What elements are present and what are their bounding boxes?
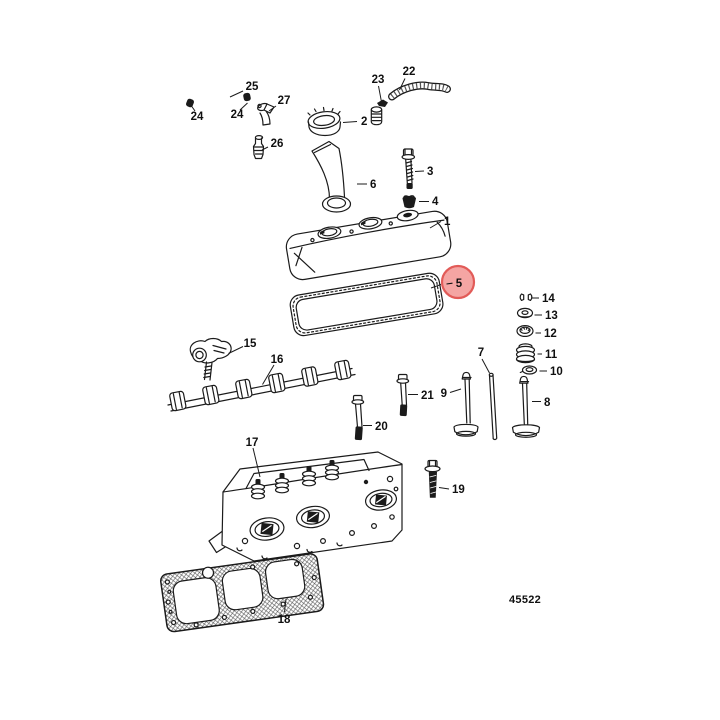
part-hose-25 — [189, 86, 248, 104]
callout-25[interactable]: 25 — [246, 81, 259, 93]
part-valve-8 — [511, 375, 541, 438]
part-clamp-24-right — [243, 92, 251, 102]
part-valve-seal-10 — [519, 365, 538, 375]
callout-12[interactable]: 12 — [544, 328, 557, 340]
part-rotator-12 — [516, 325, 534, 338]
head-port-3 — [364, 489, 398, 511]
leader-lines — [191, 78, 547, 613]
callout-17[interactable]: 17 — [246, 437, 259, 449]
part-valve-spring-11 — [515, 343, 536, 364]
part-spring-retainer-13 — [516, 307, 534, 319]
callout-24-left[interactable]: 24 — [191, 111, 204, 123]
callout-27[interactable]: 27 — [278, 95, 291, 107]
highlight-circle-5[interactable] — [440, 264, 476, 300]
part-valve-9 — [453, 371, 479, 437]
callout-5-highlighted[interactable]: 5 — [456, 278, 463, 290]
part-bolt-3 — [401, 148, 416, 189]
callout-24-right[interactable]: 24 — [231, 109, 244, 121]
part-valve-cover-1 — [285, 209, 452, 281]
head-valve-springs — [250, 460, 340, 500]
callout-16[interactable]: 16 — [271, 354, 284, 366]
callout-19[interactable]: 19 — [452, 484, 465, 496]
callout-22[interactable]: 22 — [403, 66, 416, 78]
callout-1[interactable]: 1 — [444, 216, 451, 228]
part-clamp-24-left — [186, 98, 194, 108]
callout-7[interactable]: 7 — [478, 347, 484, 359]
callout-10[interactable]: 10 — [550, 366, 563, 378]
callout-11[interactable]: 11 — [545, 349, 558, 361]
part-head-gasket-18 — [160, 553, 325, 633]
callout-14[interactable]: 14 — [542, 293, 555, 305]
drawing-number: 45522 — [509, 594, 541, 606]
callout-2[interactable]: 2 — [361, 116, 367, 128]
callout-6[interactable]: 6 — [370, 179, 376, 191]
cover-port-2 — [358, 216, 383, 230]
part-bolt-21 — [396, 373, 410, 417]
callout-9[interactable]: 9 — [441, 388, 447, 400]
callout-3[interactable]: 3 — [427, 166, 433, 178]
callout-21[interactable]: 21 — [421, 390, 434, 402]
callout-26[interactable]: 26 — [271, 138, 284, 150]
cover-port-3 — [396, 209, 419, 222]
head-port-1 — [249, 517, 285, 541]
callout-8[interactable]: 8 — [544, 397, 551, 409]
part-plug-26 — [252, 135, 265, 160]
part-hose-22 — [388, 81, 451, 101]
part-rocker-shaft-16 — [167, 359, 356, 412]
head-port-2 — [295, 505, 331, 529]
callout-23[interactable]: 23 — [372, 74, 385, 86]
callout-13[interactable]: 13 — [545, 310, 558, 322]
callout-4[interactable]: 4 — [432, 196, 439, 208]
highlight-circle[interactable] — [440, 264, 476, 300]
part-rocker-arm-15 — [189, 337, 232, 381]
part-fitting-23 — [370, 99, 388, 126]
callout-labels: 25 24 24 27 26 2 23 22 6 3 4 1 5 14 13 1… — [191, 66, 563, 626]
part-keepers-14 — [519, 293, 533, 301]
callout-18[interactable]: 18 — [278, 614, 291, 626]
part-fitting-27 — [257, 102, 275, 126]
part-bolt-20 — [351, 394, 365, 441]
part-oil-cap-2 — [307, 106, 342, 137]
part-breather-tube-6 — [311, 140, 352, 213]
part-grommet-4 — [402, 195, 416, 209]
part-cylinder-head-17 — [208, 451, 403, 562]
cover-port-1 — [317, 226, 342, 240]
callout-15[interactable]: 15 — [244, 338, 257, 350]
part-cover-gasket-5 — [289, 272, 444, 337]
part-pushrod-7 — [488, 372, 498, 441]
callout-20[interactable]: 20 — [375, 421, 388, 433]
part-bolt-19 — [424, 459, 441, 498]
